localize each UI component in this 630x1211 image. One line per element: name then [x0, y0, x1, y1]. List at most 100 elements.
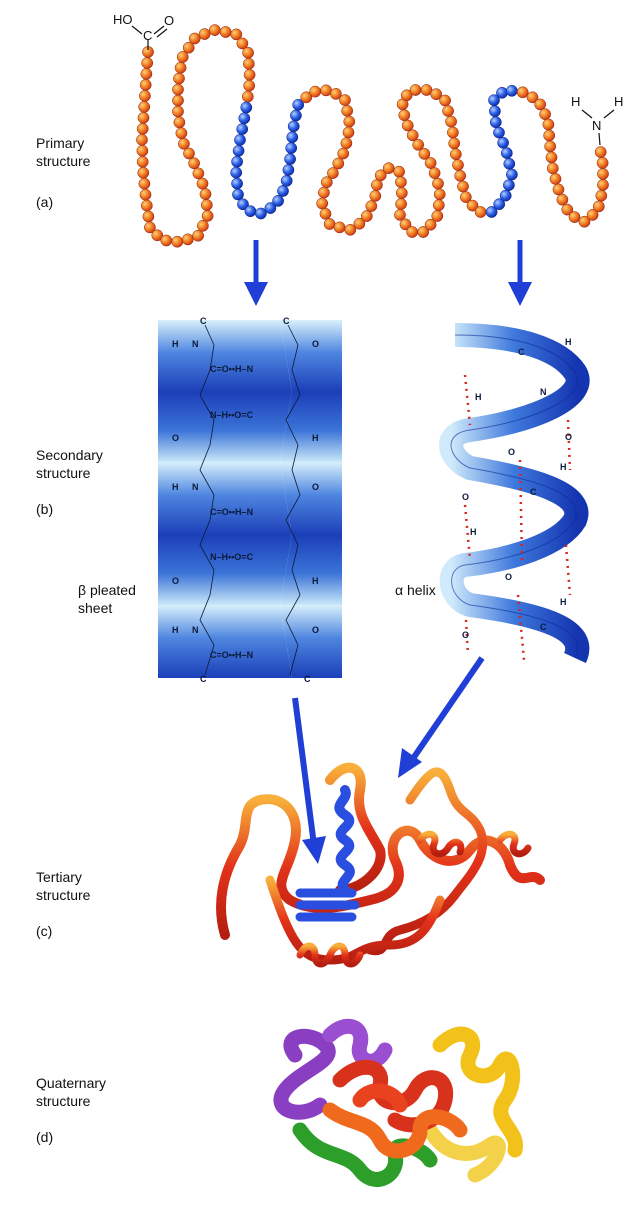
amino-acid-bead [151, 229, 164, 242]
sheet-o-label: O [312, 339, 319, 349]
quaternary-label-line2: structure [36, 1093, 91, 1109]
amino-acid-bead [172, 94, 184, 107]
amino-acid-bead-blue [499, 189, 512, 202]
amino-acid-bead [539, 108, 551, 121]
amino-acid-bead [365, 200, 378, 212]
amino-acid-bead-blue [277, 185, 289, 197]
amino-acid-bead [401, 119, 414, 132]
amino-acid-bead [424, 157, 437, 169]
amino-acid-bead [543, 129, 556, 142]
amino-acid-bead [330, 88, 342, 100]
amino-acid-bead [399, 218, 412, 231]
secondary-structure-label: Secondary structure [36, 446, 103, 482]
amino-acid-bead [586, 209, 599, 221]
amino-acid-bead [395, 198, 407, 210]
sheet-bond-row: N–H••O=C [210, 552, 254, 562]
quaternary-structure-label: Quaternary structure [36, 1074, 106, 1110]
amino-acid-bead [431, 210, 444, 222]
primary-structure-label: Primary structure [36, 134, 90, 170]
amino-acid-bead [138, 101, 151, 113]
amino-acid-bead [316, 197, 329, 210]
sheet-n-label: N [192, 625, 199, 635]
sheet-h-label: H [312, 576, 319, 586]
quaternary-complex [273, 1018, 523, 1187]
amino-acid-bead [192, 229, 204, 242]
amino-acid-bead [339, 94, 351, 106]
helix-o-label: O [462, 492, 469, 502]
sheet-h-label: H [172, 482, 179, 492]
amino-acid-bead [242, 46, 254, 59]
sheet-h-label: H [172, 339, 179, 349]
arrow-sheet-to-tertiary [292, 697, 326, 864]
amino-acid-bead [549, 173, 562, 185]
sheet-n-label: N [192, 339, 199, 349]
sheet-o-label: O [172, 433, 179, 443]
amino-acid-bead [136, 122, 149, 135]
amino-acid-bead [188, 32, 201, 45]
amino-acid-bead-blue [496, 86, 508, 99]
amino-acid-bead-blue [493, 126, 505, 139]
quaternary-label-line1: Quaternary [36, 1075, 107, 1091]
amino-acid-bead [140, 199, 153, 212]
amino-acid-bead [439, 94, 451, 107]
amino-acid-bead [320, 84, 332, 97]
amino-acid-bead-blue [232, 188, 244, 201]
amino-acid-bead [544, 140, 557, 153]
amino-acid-bead [412, 138, 425, 151]
amino-acid-bead [136, 144, 149, 157]
amino-acid-bead [142, 210, 155, 223]
beta-label-line1: β pleated [78, 582, 136, 598]
amino-acid-bead [595, 189, 608, 202]
helix-o-label: O [505, 572, 512, 582]
amino-acid-bead [597, 168, 609, 180]
amino-acid-bead [341, 104, 354, 117]
amino-acid-bead [596, 157, 609, 169]
amino-acid-bead-blue [264, 202, 277, 214]
amino-acid-bead [160, 234, 173, 247]
amino-acid-bead-blue [286, 131, 299, 144]
amino-acid-bead [344, 223, 357, 236]
amino-acid-bead-blue [237, 198, 249, 211]
amino-acid-bead [432, 177, 444, 190]
amino-acid-bead-blue [497, 136, 509, 149]
primary-letter: (a) [36, 194, 54, 210]
tertiary-ribbon [215, 762, 545, 968]
amino-acid-bead [139, 188, 152, 201]
amino-acid-bead [140, 68, 153, 80]
amino-acid-bead-blue [485, 206, 498, 218]
alpha-helix-label: α helix [395, 582, 436, 598]
amino-acid-bead [197, 219, 209, 232]
amino-acid-bead [445, 115, 457, 128]
arrow-to-helix [508, 240, 532, 306]
primary-label-line2: structure [36, 153, 91, 169]
amino-acid-bead-blue [489, 116, 502, 129]
sheet-c-label: C [283, 316, 290, 326]
amino-acid-bead [172, 105, 184, 118]
amino-acid-bead [173, 116, 186, 129]
amino-acid-bead [199, 188, 212, 200]
amino-acid-bead-blue [232, 144, 245, 157]
helix-o-label: O [508, 447, 515, 457]
secondary-label-line2: structure [36, 465, 91, 481]
amino-acid-bead [449, 148, 462, 161]
sheet-c-label: C [200, 674, 207, 684]
amino-acid-bead [393, 165, 405, 178]
amino-acid-bead [137, 111, 150, 124]
amino-acid-bead-blue [506, 168, 518, 181]
amino-acid-bead-blue [287, 120, 300, 133]
amino-acid-bead [474, 206, 487, 218]
alpha-helix: C H H N O O O H C H O H C O [439, 323, 590, 664]
amino-acid-bead [208, 24, 221, 36]
carboxyl-c-label: C [143, 28, 152, 43]
amino-acid-bead-blue [231, 177, 243, 190]
amino-acid-bead [181, 233, 194, 246]
beta-label-line2: sheet [78, 600, 113, 616]
helix-h-label: H [560, 462, 567, 472]
helix-h-label: H [475, 392, 482, 402]
amino-acid-bead [552, 183, 565, 196]
amino-acid-bead [241, 90, 254, 103]
amino-acid-bead-blue [488, 94, 500, 107]
amino-acid-bead [141, 57, 154, 69]
amino-n-label: N [592, 118, 601, 133]
amino-acid-bead [242, 57, 255, 70]
